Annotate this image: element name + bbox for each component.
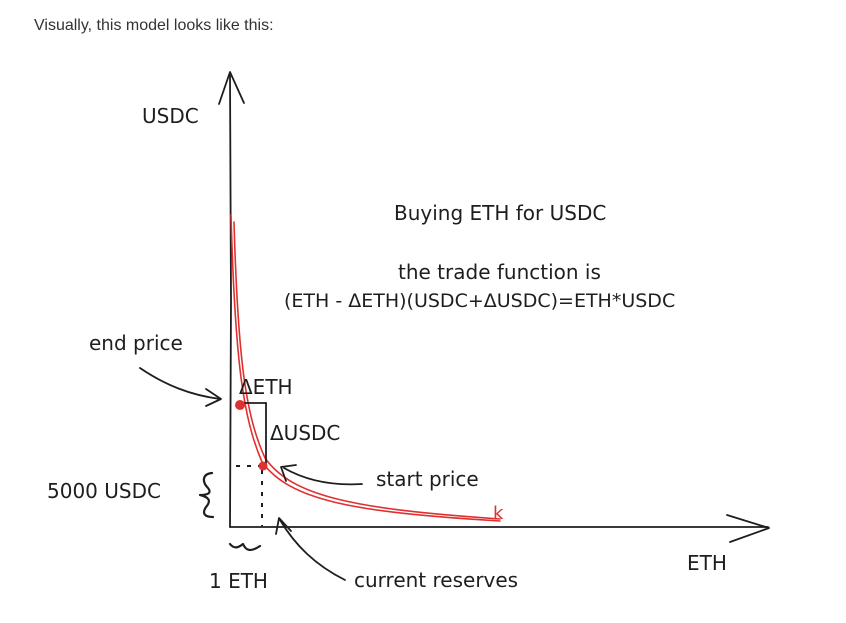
start-price-point xyxy=(258,461,268,471)
delta-usdc-label: ΔUSDC xyxy=(270,421,340,445)
current-reserves-label: current reserves xyxy=(354,568,518,592)
curve-k-label: k xyxy=(493,503,504,524)
usdc-reserve-label: 5000 USDC xyxy=(47,479,161,503)
current-reserves-arrow xyxy=(279,519,346,581)
formula-intro: the trade function is xyxy=(398,260,601,284)
trade-curve-line-offset xyxy=(233,221,501,520)
current-reserves-arrowhead xyxy=(275,517,292,535)
end-price-point xyxy=(235,400,245,410)
eth-brace xyxy=(228,542,262,551)
y-axis-label: USDC xyxy=(142,104,199,128)
eth-reserve-label: 1 ETH xyxy=(209,569,268,593)
start-price-arrow xyxy=(283,467,363,486)
end-price-label: end price xyxy=(89,331,183,355)
diagram-title: Buying ETH for USDC xyxy=(394,201,606,225)
usdc-brace xyxy=(198,471,215,519)
end-price-arrow xyxy=(139,367,221,400)
annotation-arrows xyxy=(139,367,363,581)
start-price-arrowhead xyxy=(280,464,297,482)
x-axis-label: ETH xyxy=(687,551,727,575)
y-axis-line xyxy=(229,74,232,528)
end-price-arrowhead xyxy=(205,388,222,407)
formula: (ETH - ΔETH)(USDC+ΔUSDC)=ETH*USDC xyxy=(284,290,675,312)
x-axis-arrowhead xyxy=(726,514,770,543)
delta-eth-label: ΔETH xyxy=(239,375,293,399)
start-price-label: start price xyxy=(376,467,479,491)
y-axis-arrowhead xyxy=(218,71,245,105)
axes xyxy=(218,71,770,543)
intro-text: Visually, this model looks like this: xyxy=(34,17,274,34)
reserve-guides xyxy=(236,465,263,526)
braces xyxy=(198,471,262,551)
